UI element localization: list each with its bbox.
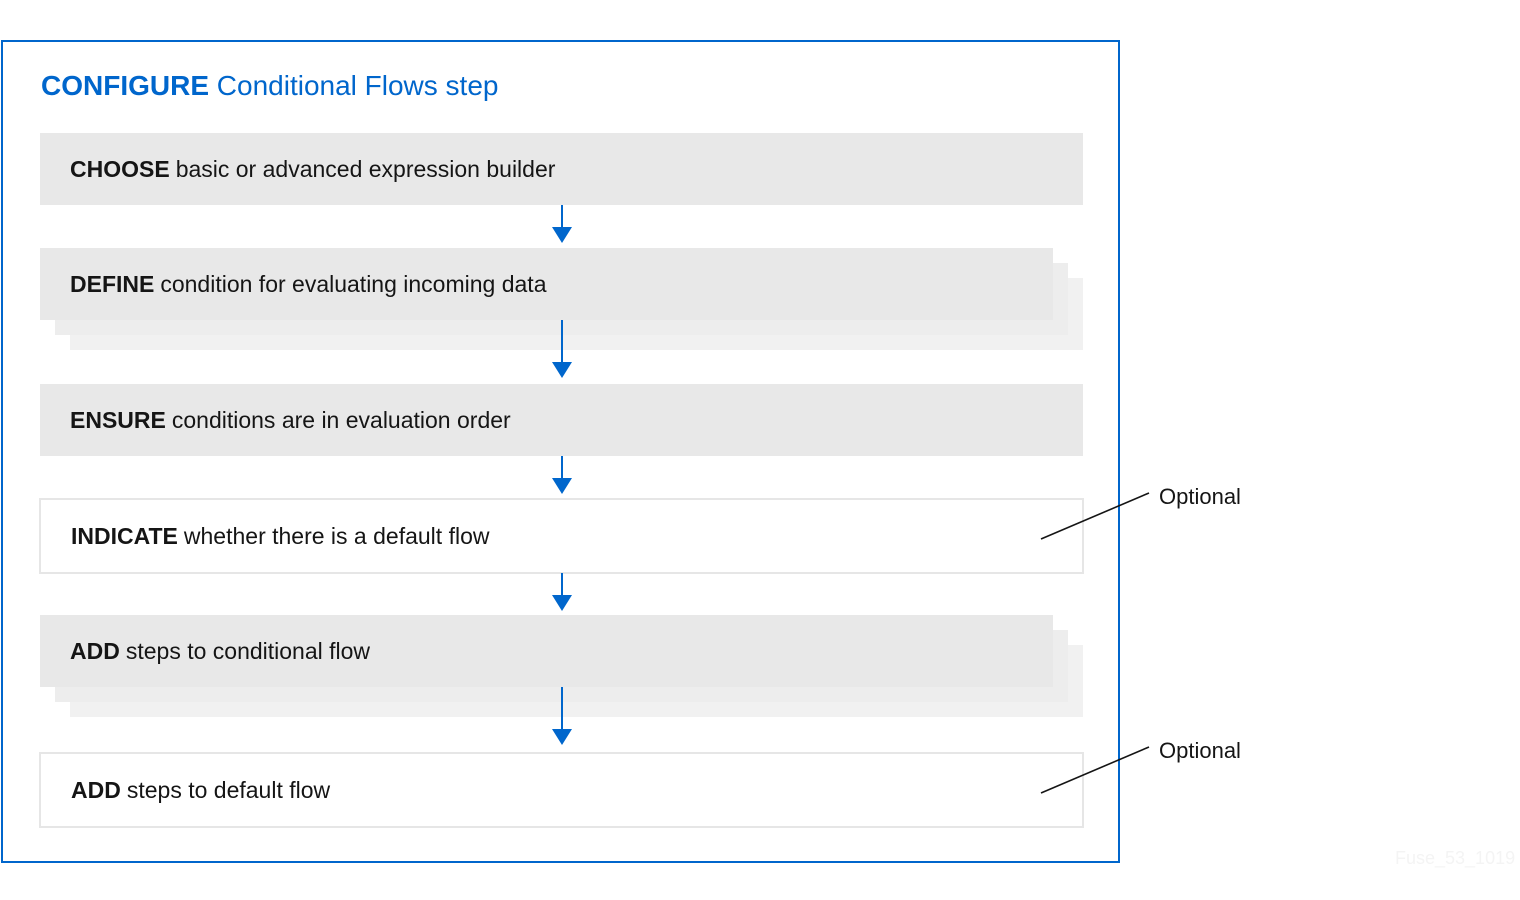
step-indicate: INDICATE whether there is a default flow xyxy=(39,498,1084,574)
arrow-down-icon xyxy=(552,320,572,378)
step-text: basic or advanced expression builder xyxy=(175,155,556,182)
arrow-down-icon xyxy=(552,456,572,494)
callout-line xyxy=(1040,746,1150,794)
watermark: Fuse_53_1019 xyxy=(1395,848,1516,868)
step-add-conditional: ADD steps to conditional flow xyxy=(40,615,1053,687)
step-text: steps to conditional flow xyxy=(125,637,371,664)
arrow-down-icon xyxy=(552,573,572,611)
step-text: whether there is a default flow xyxy=(183,522,490,549)
diagram-frame xyxy=(1,40,1120,863)
step-keyword: DEFINE xyxy=(70,270,155,297)
step-text: steps to default flow xyxy=(126,776,331,803)
step-ensure: ENSURE conditions are in evaluation orde… xyxy=(40,384,1083,456)
arrow-down-icon xyxy=(552,205,572,243)
arrow-down-icon xyxy=(552,687,572,745)
diagram-title: CONFIGURE Conditional Flows step xyxy=(41,68,498,104)
step-text: condition for evaluating incoming data xyxy=(160,270,547,297)
step-keyword: INDICATE xyxy=(71,522,178,549)
title-rest: Conditional Flows step xyxy=(216,70,499,101)
callout-line xyxy=(1040,492,1150,540)
step-choose: CHOOSE basic or advanced expression buil… xyxy=(40,133,1083,205)
step-text: conditions are in evaluation order xyxy=(171,406,511,433)
title-keyword: CONFIGURE xyxy=(41,70,209,101)
step-keyword: CHOOSE xyxy=(70,155,170,182)
step-keyword: ENSURE xyxy=(70,406,166,433)
step-keyword: ADD xyxy=(70,637,120,664)
step-define: DEFINE condition for evaluating incoming… xyxy=(40,248,1053,320)
optional-label: Optional xyxy=(1159,738,1241,763)
step-add-default: ADD steps to default flow xyxy=(39,752,1084,828)
step-keyword: ADD xyxy=(71,776,121,803)
optional-label: Optional xyxy=(1159,484,1241,509)
